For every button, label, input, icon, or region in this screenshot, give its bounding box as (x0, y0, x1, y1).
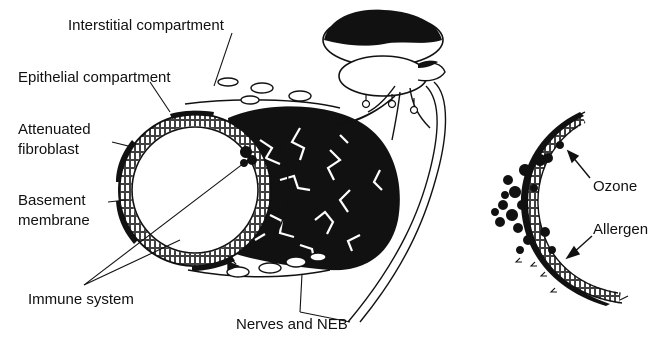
label-basement-2: membrane (18, 212, 90, 229)
label-immune: Immune system (28, 291, 134, 308)
label-basement-1: Basement (18, 192, 86, 209)
label-interstitial: Interstitial compartment (68, 17, 225, 34)
label-ozone: Ozone (593, 178, 637, 195)
label-nerves: Nerves and NEB (236, 316, 348, 333)
injured-airway (491, 112, 628, 306)
arrows (567, 151, 592, 258)
airway-cylinder (116, 78, 400, 277)
label-fibroblast-1: Attenuated (18, 121, 91, 138)
label-allergen: Allergen (593, 221, 648, 238)
label-epithelial: Epithelial compartment (18, 69, 171, 86)
label-fibroblast-2: fibroblast (18, 141, 80, 158)
